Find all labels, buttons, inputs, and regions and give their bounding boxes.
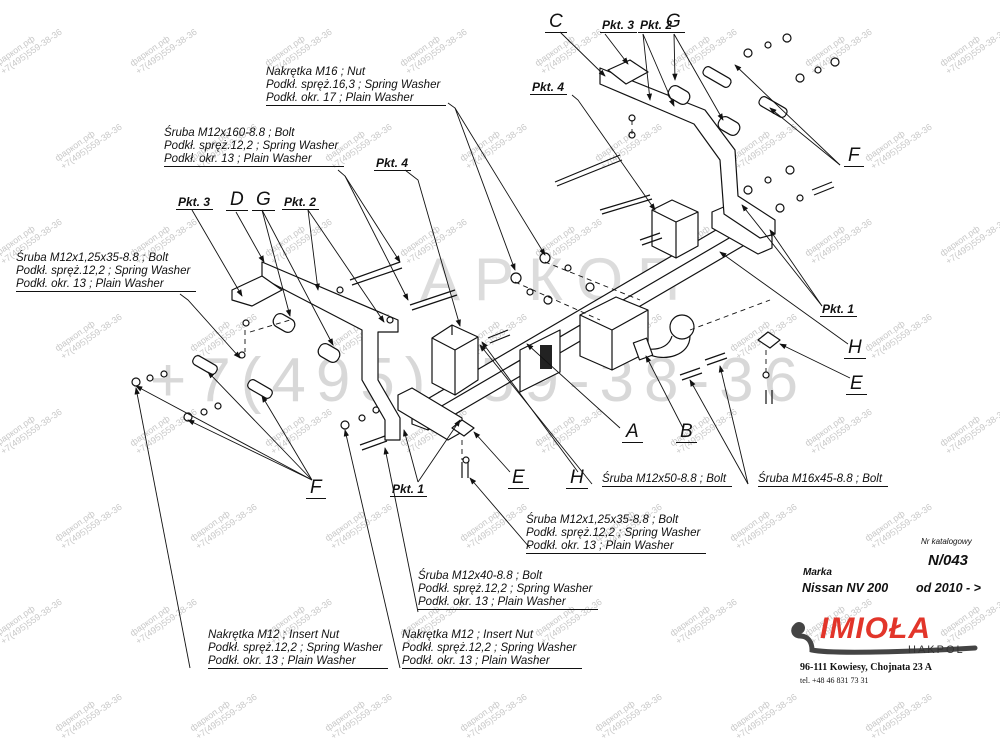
tag-pkt3-left: Pkt. 3 [176, 195, 214, 210]
part-label-h-right: H [844, 338, 866, 359]
note-bolt-m12x50: Śruba M12x50-8.8 ; Bolt [602, 473, 733, 487]
model-year: od 2010 - > [916, 581, 981, 595]
part-label-c: C [545, 12, 567, 33]
note-bolt-m12x40: Śruba M12x40-8.8 ; Bolt Podkł. spręż.12,… [418, 570, 599, 610]
part-label-f-right: F [844, 146, 864, 167]
company-logo: IMIOŁA HAKPOL [790, 612, 980, 662]
towbar-exploded-drawing [131, 31, 851, 669]
hitch-swoosh-icon [791, 622, 978, 655]
note-bolt-m12x1-25x35-right: Śruba M12x1,25x35-8.8 ; Bolt Podkł. sprę… [526, 514, 707, 554]
part-label-d: D [226, 190, 248, 211]
tag-pkt4-mid: Pkt. 4 [374, 156, 412, 171]
part-label-a: A [622, 422, 643, 443]
note-nut-m16: Nakrętka M16 ; Nut Podkł. spręż.16,3 ; S… [266, 66, 447, 106]
note-nut-m12-b: Nakrętka M12 ; Insert Nut Podkł. spręż.1… [402, 629, 583, 669]
logo-subtitle: HAKPOL [908, 644, 965, 656]
tag-pkt4-top: Pkt. 4 [530, 80, 568, 95]
part-label-f-left: F [306, 478, 326, 499]
part-label-b: B [676, 422, 697, 443]
vehicle-model: Nissan NV 200 [802, 581, 889, 595]
company-address: 96-111 Kowiesy, Chojnata 23 A [800, 662, 932, 673]
note-bolt-m12x160: Śruba M12x160-8.8 ; Bolt Podkł. spręż.12… [164, 127, 345, 167]
tag-pkt3-top: Pkt. 3 [600, 18, 638, 33]
company-phone: tel. +48 46 831 73 31 [800, 676, 869, 685]
tag-pkt1-bottom: Pkt. 1 [390, 482, 428, 497]
tag-pkt1-right: Pkt. 1 [820, 302, 858, 317]
note-bolt-m12x1-25x35-left: Śruba M12x1,25x35-8.8 ; Bolt Podkł. sprę… [16, 252, 197, 292]
part-label-g-left: G [252, 190, 275, 211]
tag-pkt2-top: Pkt. 2 [638, 18, 676, 33]
note-bolt-m16x45: Śruba M16x45-8.8 ; Bolt [758, 473, 889, 487]
part-label-e-bottom: E [508, 468, 529, 489]
tag-pkt2-left: Pkt. 2 [282, 195, 320, 210]
part-label-h-bottom: H [566, 468, 588, 489]
logo-wordmark: IMIOŁA [820, 612, 931, 645]
part-label-e-right: E [846, 374, 867, 395]
note-nut-m12-a: Nakrętka M12 ; Insert Nut Podkł. spręż.1… [208, 629, 389, 669]
catalog-number: N/043 [928, 552, 969, 569]
catalog-number-label: Nr katalogowy [921, 537, 972, 546]
part-label-g-top: G [662, 12, 685, 33]
brand-label: Marka [803, 567, 832, 578]
